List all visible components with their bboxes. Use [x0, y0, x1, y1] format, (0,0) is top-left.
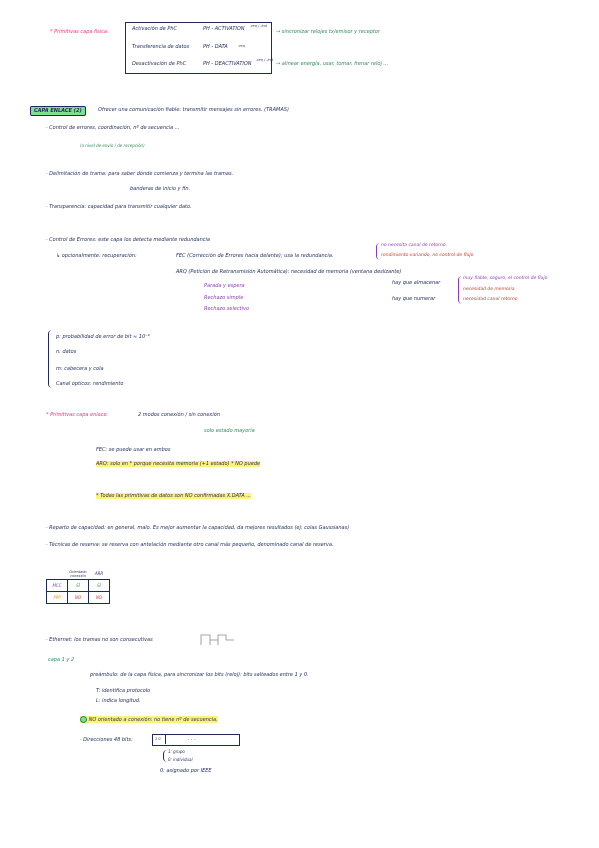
errors-arq-store: hay que almacenar [392, 280, 440, 286]
table-header-empty [47, 568, 68, 580]
table-cell: SÍ [67, 579, 89, 592]
ethernet-l: L: indica longitud. [96, 698, 141, 704]
vars-brace [48, 330, 53, 388]
physical-row-2-label: Transferencia de datos [132, 44, 190, 50]
physical-box [125, 22, 272, 74]
address-box-divider [165, 734, 166, 744]
physical-row-2-code: PH - DATA [203, 44, 228, 50]
var-m: m: cabecera y cola [56, 366, 104, 372]
group-brace [163, 750, 167, 762]
arq-right-2: necesidad de memoria [463, 287, 515, 292]
link-item-control: · Control de errores, coordinación, nº d… [46, 125, 180, 131]
errors-sub: ↳ opcionalmente: recuperación: [56, 253, 137, 259]
table-header-arr: ARR [94, 571, 104, 576]
table-cell: PPP [46, 591, 68, 604]
link-item-flags: banderas de inicio y fin. [130, 186, 191, 192]
link-item-delimitation: · Delimitación de trama: para saber dónd… [46, 171, 234, 177]
ethernet-individual: 0: individual [168, 757, 193, 762]
comparison-table: Orientado conexión ARR MCC SÍ SÍ PPP NO … [46, 568, 110, 604]
physical-note-1: → sincronizar relojes tx/emisor y recept… [276, 29, 380, 35]
arq-right-1: muy fiable, seguro, el control de flujo [463, 276, 548, 281]
errors-arq-number: hay que numerar [392, 296, 435, 302]
table-row: PPP NO NO [46, 591, 110, 604]
link-prims-modes: 2 modos conexión / sin conexión [138, 412, 221, 418]
ethernet-heading: · Ethernet: los tramas no son consecutiv… [46, 637, 153, 643]
link-prims-heading: * Primitivas capa enlace: [46, 412, 109, 418]
capacity-line-2: · Técnicas de reserva: se reserva con an… [46, 542, 334, 548]
ethernet-side: capa 1 y 2 [48, 657, 75, 663]
link-item-level: (a nivel de envío / de recepción) [80, 143, 145, 148]
ethernet-dir: · Direcciones 48 bits: [80, 737, 133, 743]
ethernet-preamble: preámbulo: de la capa física, para sincr… [90, 672, 309, 678]
physical-row-1-sub: .req / .ind [250, 24, 267, 28]
arq-type-1: Parada y espera [204, 283, 245, 289]
physical-heading: * Primitivas capa física: [50, 29, 109, 35]
table-cell: SÍ [88, 579, 110, 592]
physical-row-3-sub: .req / .ind [256, 58, 273, 62]
ethernet-group: 1: grupo [168, 749, 185, 754]
link-item-transparency: · Transparencia: capacidad para transmit… [46, 204, 192, 210]
var-p: p: probabilidad de error de bit ≈ 10⁻⁶ [56, 334, 150, 340]
ethernet-no-conn: NO orientado a conexión: no tiene nº de … [80, 716, 218, 723]
table-cell: NO [88, 591, 110, 604]
ethernet-t: T: identifica protocolo [96, 688, 151, 694]
table-header-orientado: Orientado conexión [69, 569, 87, 578]
table-cell: NO [67, 591, 89, 604]
arq-right-brace [458, 276, 462, 304]
physical-row-3-code: PH - DEACTIVATION [203, 61, 252, 67]
physical-row-1-code: PH - ACTIVATION [203, 26, 245, 32]
physical-row-3-label: Desactivación de PhC [132, 61, 187, 67]
address-box-left: 1 0 [155, 737, 161, 741]
link-prims-only: solo estado mayoría [204, 428, 255, 434]
link-prims-fec: FEC: se puede usar en ambos [96, 447, 171, 453]
frame-gap-icon [200, 634, 234, 645]
green-dot-icon [80, 716, 87, 723]
var-channel: Canal ópticos: rendimiento [56, 381, 124, 387]
table-header-row: Orientado conexión ARR [47, 568, 110, 580]
link-title: CAPA ENLACE (2) [30, 106, 86, 116]
errors-arq: ARQ (Petición de Retransmisión Automátic… [176, 269, 402, 275]
errors-arq-number-text: hay que numerar [392, 296, 436, 302]
capacity-line-1: · Reparto de capacidad: en general, malo… [46, 525, 350, 531]
arq-type-2: Rechazo simple [204, 295, 244, 301]
physical-note-2: → alinear energía, usar, tomar, frenar r… [276, 61, 389, 67]
table-cell: MCC [46, 579, 68, 592]
errors-arq-store-text: hay que almacenar [392, 280, 441, 286]
ethernet-ieee: 0: asignado por IEEE [160, 768, 212, 774]
ethernet-no-conn-text: NO orientado a conexión: no tiene nº de … [88, 717, 218, 723]
arq-type-3: Rechazo selectivo [204, 306, 250, 312]
errors-fec-note-2: rendimiento variando, no control de fluj… [381, 253, 474, 258]
address-box-dots: . . . [188, 736, 196, 742]
link-description: Ofrecer una comunicación fiable: transmi… [98, 107, 289, 113]
errors-title: · Control de Errores: este capa los dete… [46, 237, 210, 243]
link-prims-arq: ARQ: solo en * porque necesita memoria (… [96, 461, 261, 467]
var-n: n: datos [56, 349, 77, 355]
physical-row-2-sub: .req [238, 44, 245, 48]
table-row: MCC SÍ SÍ [46, 579, 110, 592]
arq-right-3: necesidad canal retorno [463, 297, 518, 302]
physical-row-1-label: Activación de PhC [132, 26, 178, 32]
link-prims-note: * Todas las primitivas de datos son NO c… [96, 493, 252, 499]
errors-fec: FEC (Corrección de Errores hacia delante… [176, 253, 334, 259]
errors-fec-note-1: no necesita canal de retorno [381, 243, 446, 248]
address-box [152, 734, 240, 746]
fec-brace [376, 243, 380, 260]
